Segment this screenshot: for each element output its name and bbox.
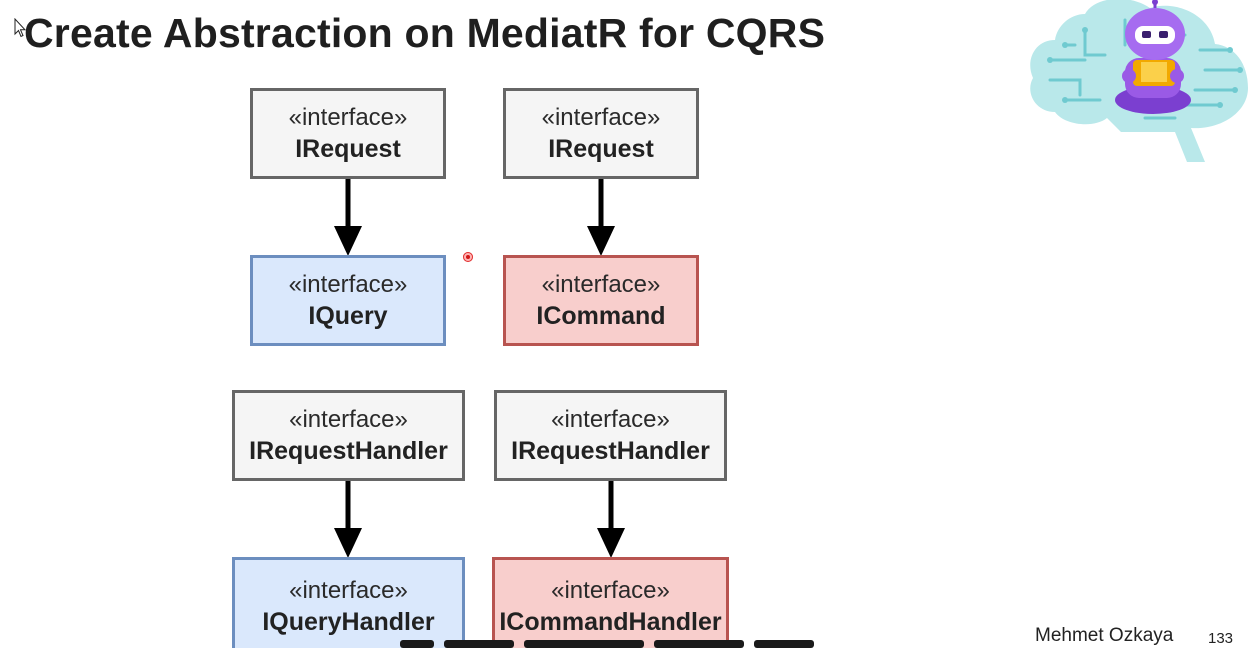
stereotype-label: «interface» <box>289 405 408 433</box>
edge-irequesthandler-icommandhandler <box>597 480 625 558</box>
node-name: ICommandHandler <box>499 608 722 636</box>
edge-irequesthandler-iqueryhandler <box>334 480 362 558</box>
node-name: IRequest <box>295 134 401 163</box>
node-irequesthandler-left: «interface» IRequestHandler <box>232 390 465 481</box>
node-name: IRequestHandler <box>511 436 710 465</box>
stereotype-label: «interface» <box>288 270 408 298</box>
dotnet-bot-reading-logo <box>1030 0 1248 162</box>
node-name: ICommand <box>536 301 666 330</box>
node-irequest-right: «interface» IRequest <box>503 88 699 179</box>
stereotype-label: «interface» <box>551 577 670 604</box>
author-name: Mehmet Ozkaya <box>1035 625 1174 646</box>
node-irequesthandler-right: «interface» IRequestHandler <box>494 390 727 481</box>
edge-irequest-iquery <box>334 178 362 256</box>
node-name: IQueryHandler <box>262 608 435 636</box>
stereotype-label: «interface» <box>541 103 661 131</box>
cropped-subtitle-text <box>400 640 870 648</box>
node-icommandhandler: «interface» ICommandHandler <box>492 557 729 648</box>
page-number: 133 <box>1208 630 1234 647</box>
edge-irequest-icommand <box>587 178 615 256</box>
node-icommand: «interface» ICommand <box>503 255 699 346</box>
laser-pointer-dot <box>463 252 473 262</box>
node-irequest-left: «interface» IRequest <box>250 88 446 179</box>
node-name: IRequest <box>548 134 654 163</box>
node-name: IQuery <box>308 301 388 330</box>
node-iquery: «interface» IQuery <box>250 255 446 346</box>
node-name: IRequestHandler <box>249 436 448 465</box>
stereotype-label: «interface» <box>288 103 408 131</box>
mouse-pointer-icon <box>14 18 26 38</box>
slide-title: Create Abstraction on MediatR for CQRS <box>24 10 826 56</box>
node-iqueryhandler: «interface» IQueryHandler <box>232 557 465 648</box>
stereotype-label: «interface» <box>551 405 670 433</box>
stereotype-label: «interface» <box>289 577 408 604</box>
stereotype-label: «interface» <box>541 270 661 298</box>
